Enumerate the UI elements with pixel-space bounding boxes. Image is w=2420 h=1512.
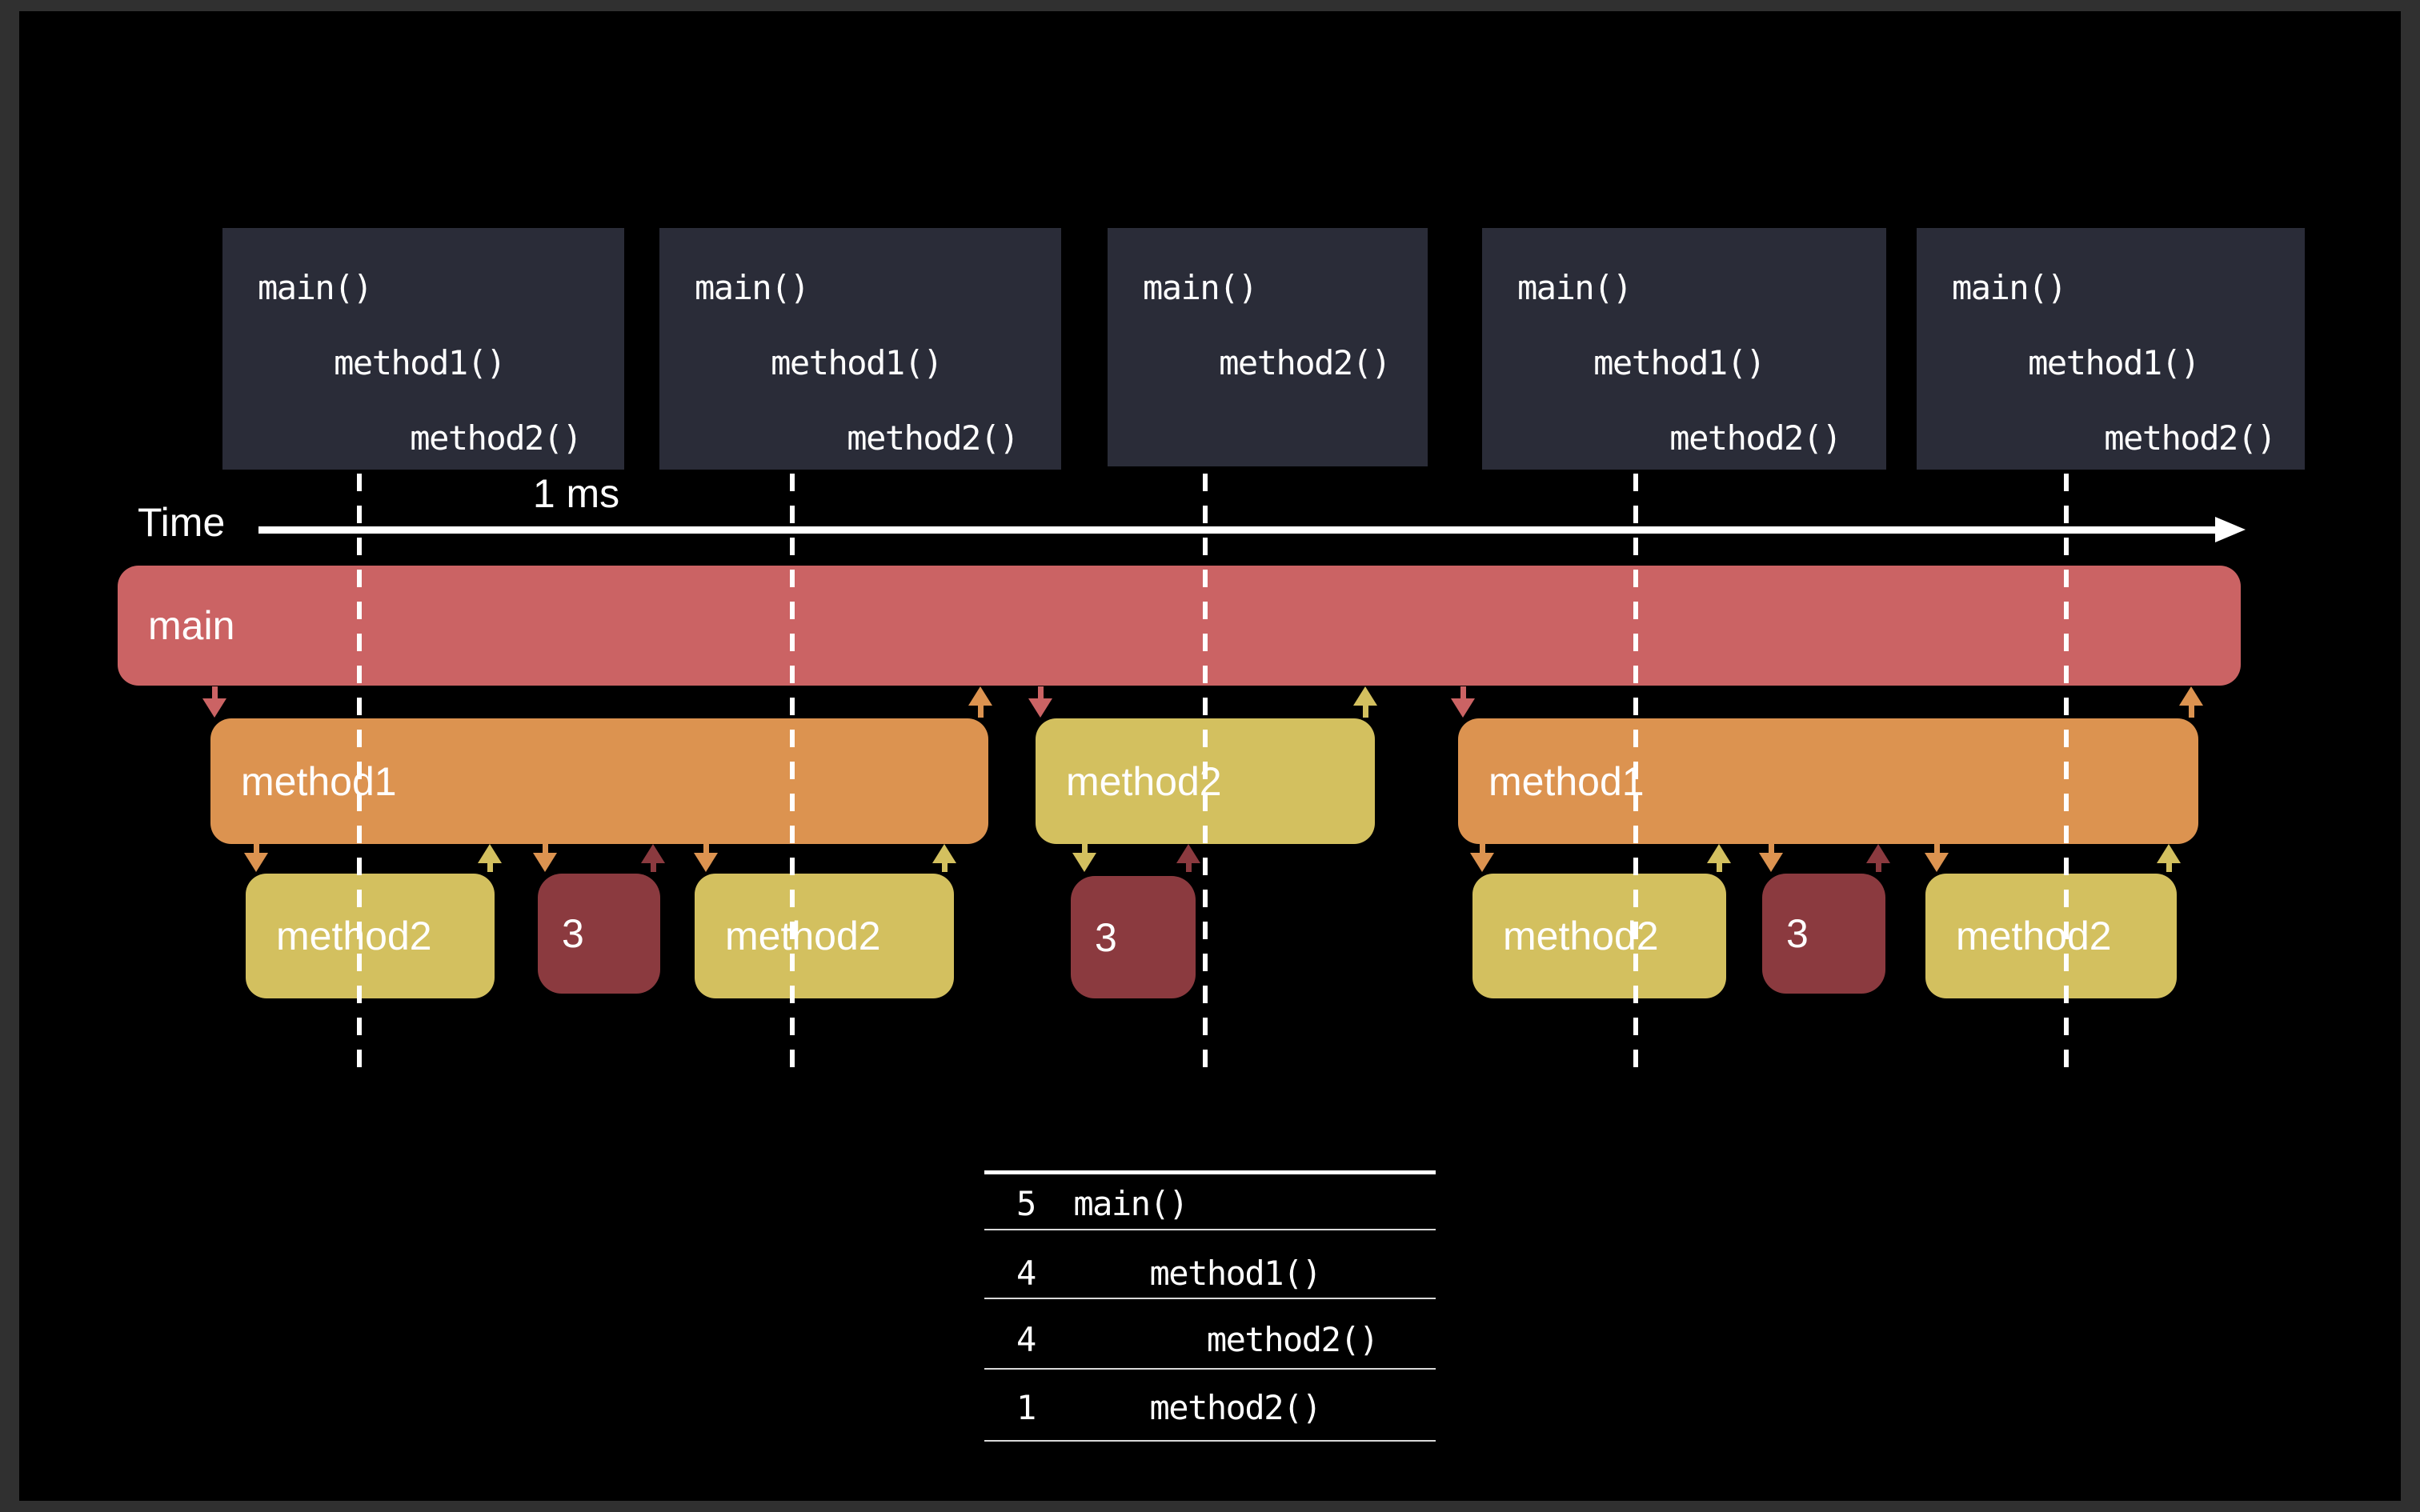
arrow-head-icon — [1759, 853, 1783, 872]
arrow-head-icon — [2179, 686, 2203, 706]
arrow-head-icon — [1470, 853, 1494, 872]
arrow-head-icon — [641, 844, 665, 863]
arrow-shaft — [487, 860, 493, 872]
arrow-head-icon — [1451, 698, 1475, 718]
sample-line-3 — [1203, 474, 1208, 1080]
bar-method2-a2: method2 — [695, 874, 954, 998]
sample-line-4 — [1633, 474, 1638, 1080]
arrow-shaft — [1480, 844, 1485, 856]
bar-label-method1-a: method1 — [241, 758, 397, 804]
arrow-shaft — [2166, 860, 2172, 872]
bar-three-b: 3 — [1762, 874, 1885, 994]
arrow-head-icon — [244, 853, 268, 872]
table-row-3: 4 method2() — [1016, 1320, 1379, 1359]
arrow-shaft — [254, 844, 259, 856]
bar-label-method2-a1: method2 — [276, 914, 432, 958]
table-separator-1 — [984, 1229, 1436, 1230]
arrow-shaft — [543, 844, 548, 856]
bar-label-three-a: 3 — [562, 911, 584, 956]
diagram-canvas: Time 1 ms main method1 method2 method1 metho… — [19, 11, 2401, 1501]
table-separator-3 — [984, 1368, 1436, 1370]
arrow-head-icon — [1707, 844, 1731, 863]
bar-method1-a: method1 — [210, 718, 988, 844]
stack-snapshot-5: main() method1() method2() — [1917, 228, 2305, 470]
arrow-head-icon — [533, 853, 557, 872]
arrow-shaft — [212, 686, 218, 702]
arrow-head-icon — [1353, 686, 1377, 706]
stack-snapshot-1: main() method1() method2() — [222, 228, 624, 470]
sample-line-2 — [790, 474, 795, 1080]
time-interval-label: 1 ms — [532, 471, 620, 516]
arrow-head-icon — [694, 853, 718, 872]
bar-three-mid: 3 — [1071, 876, 1196, 998]
bar-label-method2-b1: method2 — [1503, 914, 1659, 958]
bar-label-method2-a2: method2 — [725, 914, 881, 958]
bar-label-three-mid: 3 — [1095, 914, 1117, 960]
arrow-shaft — [1717, 860, 1722, 872]
table-row-1: 5 main() — [1016, 1184, 1189, 1223]
arrow-shaft — [1363, 702, 1368, 718]
bar-label-main: main — [148, 603, 235, 648]
arrow-shaft — [1460, 686, 1466, 702]
arrow-shaft — [1876, 860, 1881, 872]
arrow-shaft — [942, 860, 948, 872]
bar-method2-a1: method2 — [246, 874, 495, 998]
time-axis-arrowhead-icon — [2215, 517, 2246, 542]
arrow-shaft — [651, 860, 656, 872]
time-axis-label: Time — [138, 500, 226, 545]
stack-snapshot-4: main() method1() method2() — [1482, 228, 1886, 470]
arrow-head-icon — [932, 844, 956, 863]
arrow-shaft — [1934, 844, 1940, 856]
arrow-shaft — [2189, 702, 2194, 718]
sample-line-1 — [357, 474, 362, 1080]
bar-method2-b1: method2 — [1472, 874, 1726, 998]
arrow-head-icon — [202, 698, 226, 718]
arrow-shaft — [703, 844, 709, 856]
table-separator-2 — [984, 1298, 1436, 1299]
arrow-head-icon — [1028, 698, 1052, 718]
arrow-head-icon — [968, 686, 992, 706]
table-top-line — [984, 1170, 1436, 1174]
table-row-2: 4 method1() — [1016, 1254, 1322, 1293]
arrow-head-icon — [1176, 844, 1200, 863]
bar-main: main — [118, 566, 2241, 686]
arrow-head-icon — [1072, 853, 1096, 872]
stack-snapshot-2: main() method1() method2() — [659, 228, 1061, 470]
sample-line-5 — [2064, 474, 2069, 1080]
stack-snapshot-3: main() method2() — [1108, 228, 1428, 466]
arrow-head-icon — [2157, 844, 2181, 863]
bar-method2-b2: method2 — [1925, 874, 2177, 998]
bar-label-three-b: 3 — [1786, 911, 1809, 956]
bar-label-method2-b2: method2 — [1956, 914, 2112, 958]
bar-label-method2-mid: method2 — [1066, 758, 1222, 804]
arrow-shaft — [1038, 686, 1044, 702]
arrow-shaft — [1769, 844, 1774, 856]
arrow-head-icon — [1925, 853, 1949, 872]
arrow-head-icon — [478, 844, 502, 863]
bar-label-method1-b: method1 — [1488, 758, 1645, 804]
bar-three-a: 3 — [538, 874, 660, 994]
arrow-shaft — [1186, 860, 1192, 872]
arrow-shaft — [978, 702, 984, 718]
bar-method1-b: method1 — [1458, 718, 2198, 844]
table-row-4: 1 method2() — [1016, 1388, 1322, 1427]
table-bottom-line — [984, 1440, 1436, 1442]
time-axis-line — [258, 526, 2215, 534]
arrow-head-icon — [1866, 844, 1890, 863]
arrow-shaft — [1082, 844, 1088, 856]
